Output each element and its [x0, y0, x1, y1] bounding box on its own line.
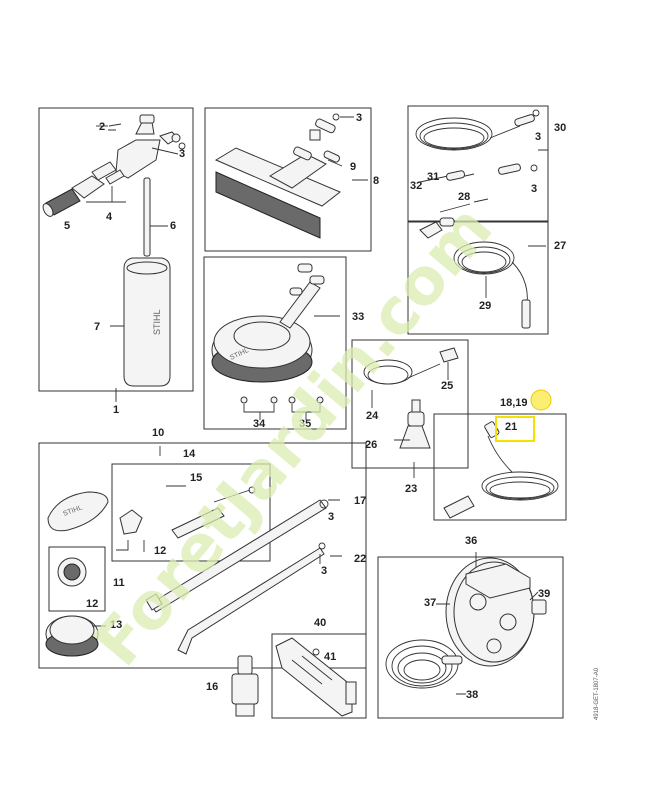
label-10: 10 [152, 427, 164, 439]
label-4: 4 [106, 211, 113, 223]
label-3e: 3 [328, 511, 334, 523]
label-33: 33 [352, 311, 364, 323]
label-35: 35 [299, 418, 311, 430]
label-40: 40 [314, 617, 326, 629]
group-box-18 [433, 413, 567, 521]
group-box-27 [407, 221, 549, 335]
label-12b: 12 [86, 598, 98, 610]
highlight-circle [530, 389, 552, 411]
label-3a: 3 [179, 148, 185, 160]
group-box-10 [38, 442, 367, 669]
label-23: 23 [405, 483, 417, 495]
label-7: 7 [94, 321, 100, 333]
label-6: 6 [170, 220, 176, 232]
group-box-23 [351, 339, 469, 469]
group-box-30 [407, 105, 549, 222]
label-30: 30 [554, 122, 566, 134]
label-41: 41 [324, 651, 336, 663]
label-11: 11 [113, 577, 125, 589]
label-1: 1 [113, 404, 119, 416]
label-24: 24 [366, 410, 379, 422]
label-17: 17 [354, 495, 366, 507]
group-box-33 [203, 256, 347, 430]
adapter-16-illustration [231, 655, 259, 717]
group-box-36 [377, 556, 564, 719]
surface-cleaner-illustration: STIHL [211, 263, 340, 420]
group-box-11 [48, 546, 106, 612]
label-18-19: 18,19 [500, 397, 528, 409]
group-box-8 [204, 107, 372, 252]
label-13: 13 [110, 619, 122, 631]
label-37: 37 [424, 597, 436, 609]
group-box-40 [271, 633, 367, 719]
label-22: 22 [354, 553, 366, 565]
label-39: 39 [538, 588, 550, 600]
label-8: 8 [373, 175, 379, 187]
label-29: 29 [479, 300, 491, 312]
label-27: 27 [554, 240, 566, 252]
hose-reel-illustration [385, 552, 547, 695]
label-16: 16 [206, 681, 218, 693]
accessory-23-illustration [363, 347, 459, 478]
bracket-40-illustration [275, 637, 357, 717]
highlight-part-21 [495, 389, 552, 442]
label-3b: 3 [356, 112, 362, 124]
label-12a: 12 [154, 545, 166, 557]
label-3c: 3 [535, 131, 541, 143]
group-box-14 [111, 463, 271, 562]
label-31: 31 [427, 171, 439, 183]
foam-nozzle-illustration: STIHL [42, 114, 186, 402]
label-25: 25 [441, 380, 453, 392]
document-code: 4918-GET-1807-A0 [594, 667, 600, 720]
label-34: 34 [253, 418, 266, 430]
label-28: 28 [458, 191, 470, 203]
label-9: 9 [350, 161, 356, 173]
label-3d: 3 [531, 183, 537, 195]
label-32: 32 [410, 180, 422, 192]
lance-group-illustration: STIHL [45, 486, 342, 657]
callout-labels: 1 2 3 4 5 6 7 8 3 9 30 3 31 32 3 28 27 2… [64, 112, 566, 701]
label-36: 36 [465, 535, 477, 547]
bottle-brand-text: STIHL [152, 309, 162, 335]
label-2: 2 [99, 121, 105, 133]
highlight-box [495, 416, 535, 442]
wash-brush-illustration [214, 113, 368, 239]
label-21: 21 [505, 421, 517, 433]
label-26: 26 [365, 439, 377, 451]
label-14: 14 [183, 448, 196, 460]
label-3f: 3 [321, 565, 327, 577]
extension-hose-illustration [443, 421, 559, 519]
label-38: 38 [466, 689, 478, 701]
label-15: 15 [190, 472, 202, 484]
label-5: 5 [64, 220, 70, 232]
hose-27-illustration [419, 217, 546, 329]
hose-30-illustration [415, 109, 540, 213]
